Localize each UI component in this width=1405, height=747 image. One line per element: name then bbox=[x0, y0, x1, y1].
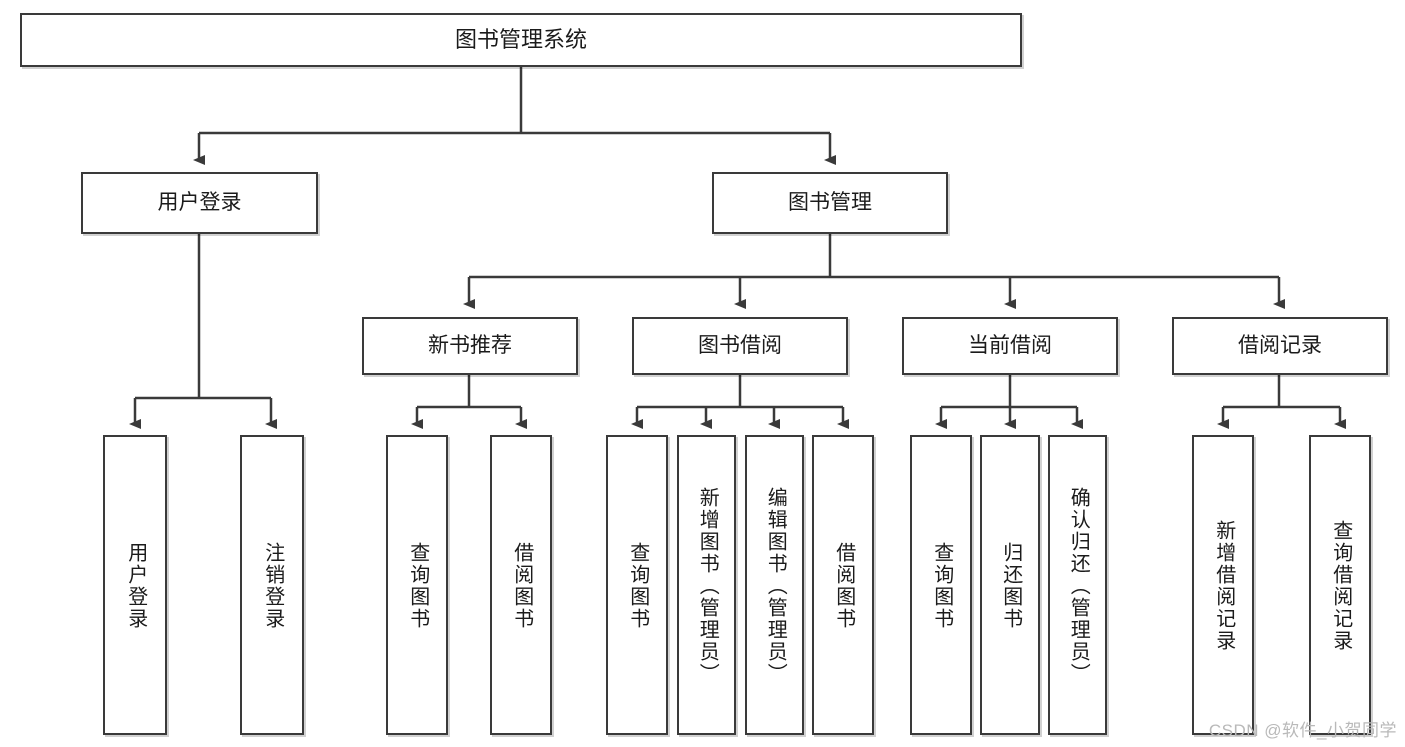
node-label: 查询图书 bbox=[930, 542, 953, 630]
node-label: 归还图书 bbox=[999, 542, 1022, 630]
node-current-borrow[interactable]: 当前借阅 bbox=[902, 317, 1118, 375]
node-label: 新增图书（管理员） bbox=[696, 487, 719, 685]
node-label: 新书推荐 bbox=[428, 333, 512, 357]
node-label: 查询图书 bbox=[626, 542, 649, 630]
node-book-management[interactable]: 图书管理 bbox=[712, 172, 948, 234]
node-root-system[interactable]: 图书管理系统 bbox=[20, 13, 1022, 67]
node-label: 借阅记录 bbox=[1238, 333, 1322, 357]
leaf-borrow-query-book[interactable]: 查询图书 bbox=[606, 435, 668, 735]
node-label: 查询图书 bbox=[406, 542, 429, 630]
node-book-borrow[interactable]: 图书借阅 bbox=[632, 317, 848, 375]
node-label: 新增借阅记录 bbox=[1212, 520, 1235, 652]
leaf-user-login-signout[interactable]: 注销登录 bbox=[240, 435, 304, 735]
leaf-current-return-book[interactable]: 归还图书 bbox=[980, 435, 1040, 735]
node-new-book-recommend[interactable]: 新书推荐 bbox=[362, 317, 578, 375]
node-borrow-record[interactable]: 借阅记录 bbox=[1172, 317, 1388, 375]
leaf-user-login-signin[interactable]: 用户登录 bbox=[103, 435, 167, 735]
node-label: 确认归还（管理员） bbox=[1067, 487, 1090, 685]
node-label: 借阅图书 bbox=[832, 542, 855, 630]
node-label: 借阅图书 bbox=[510, 542, 533, 630]
node-user-login[interactable]: 用户登录 bbox=[81, 172, 318, 234]
leaf-borrow-add-book-admin[interactable]: 新增图书（管理员） bbox=[677, 435, 736, 735]
leaf-borrow-edit-book-admin[interactable]: 编辑图书（管理员） bbox=[745, 435, 804, 735]
leaf-recommend-borrow-book[interactable]: 借阅图书 bbox=[490, 435, 552, 735]
node-label: 用户登录 bbox=[157, 190, 242, 214]
leaf-recommend-query-book[interactable]: 查询图书 bbox=[386, 435, 448, 735]
node-label: 当前借阅 bbox=[968, 333, 1052, 357]
leaf-borrow-borrow-book[interactable]: 借阅图书 bbox=[812, 435, 874, 735]
node-label: 图书借阅 bbox=[698, 333, 782, 357]
node-label: 图书管理系统 bbox=[454, 27, 587, 53]
leaf-record-query-record[interactable]: 查询借阅记录 bbox=[1309, 435, 1371, 735]
node-label: 编辑图书（管理员） bbox=[764, 487, 787, 685]
leaf-current-query-book[interactable]: 查询图书 bbox=[910, 435, 972, 735]
leaf-record-add-record[interactable]: 新增借阅记录 bbox=[1192, 435, 1254, 735]
leaf-current-confirm-return-admin[interactable]: 确认归还（管理员） bbox=[1048, 435, 1107, 735]
node-label: 图书管理 bbox=[788, 190, 872, 214]
node-label: 查询借阅记录 bbox=[1329, 520, 1352, 652]
node-label: 用户登录 bbox=[124, 542, 147, 630]
node-label: 注销登录 bbox=[261, 542, 284, 630]
watermark-text: CSDN @软件_小贺同学 bbox=[1208, 721, 1397, 740]
